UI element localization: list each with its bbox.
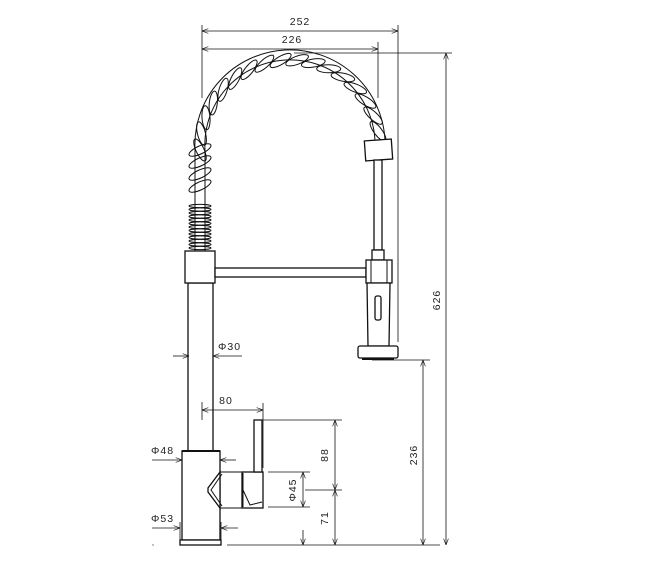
- spring-coil: [188, 155, 212, 169]
- dim-overall-width: 252: [290, 16, 311, 28]
- spring-coil: [343, 81, 368, 95]
- spring-coil: [228, 67, 243, 90]
- spring-coil: [300, 58, 326, 69]
- dim-spout-reach: 226: [282, 34, 303, 46]
- spring-coil: [201, 105, 211, 131]
- spring-coil: [188, 179, 212, 193]
- handle-lever: [253, 419, 263, 473]
- spring-coil: [188, 210, 212, 216]
- spray-head: [357, 138, 399, 360]
- spring-coil: [193, 138, 207, 162]
- spring-coil: [188, 242, 212, 247]
- spring-coil: [188, 143, 212, 157]
- dim-handle-diameter: Φ45: [287, 478, 299, 501]
- spring-coil: [188, 167, 212, 181]
- spring-coil: [188, 238, 212, 244]
- spring-coil: [188, 231, 212, 237]
- dim-handle-offset: 80: [219, 395, 233, 407]
- spring-hose: [188, 49, 387, 251]
- spring-coil: [363, 106, 383, 125]
- spring-coil: [188, 224, 212, 230]
- dim-handle-height: 88: [319, 448, 331, 462]
- spring-coil: [188, 221, 212, 226]
- spring-coil: [188, 207, 212, 212]
- spring-coil: [188, 203, 212, 209]
- spring-coil: [217, 77, 229, 102]
- spring-coil: [188, 228, 212, 233]
- dimension-lines: [152, 25, 452, 546]
- spring-coil: [330, 72, 356, 83]
- spring-coil: [188, 245, 212, 251]
- dim-base-diameter: Φ53: [151, 513, 174, 525]
- spring-coil: [254, 54, 275, 73]
- spring-coil: [196, 121, 207, 146]
- dim-spout-clearance: 236: [408, 445, 420, 466]
- spring-coil: [285, 54, 309, 67]
- dim-overall-height: 626: [431, 290, 443, 311]
- spring-coil: [188, 235, 212, 240]
- spray-button: [374, 295, 382, 321]
- faucet-body: [179, 419, 264, 546]
- spring-coil: [188, 214, 212, 219]
- spring-coil: [188, 217, 212, 223]
- dim-column-diameter: Φ30: [218, 341, 241, 353]
- dim-body-diameter: Φ48: [151, 445, 174, 457]
- spring-coil: [316, 64, 342, 74]
- spring-coil: [354, 93, 377, 109]
- spring-coil: [269, 52, 292, 69]
- spring-coil: [208, 90, 219, 116]
- spring-coil: [240, 59, 258, 81]
- collar: [184, 250, 216, 284]
- faucet-column: [187, 282, 214, 452]
- dim-handle-axis-height: 71: [319, 511, 331, 525]
- holder-arm: [214, 267, 367, 278]
